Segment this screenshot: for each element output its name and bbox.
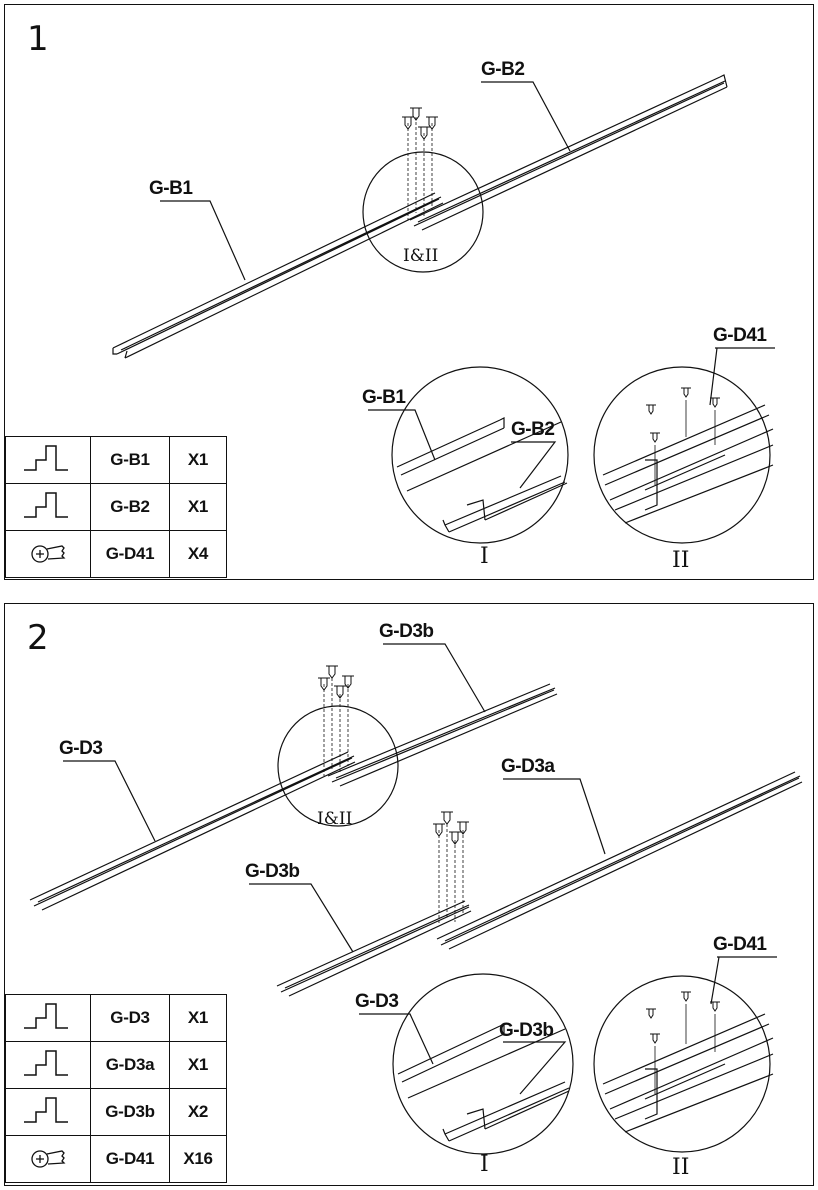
parts-row: G-D3a X1 xyxy=(5,1041,227,1089)
part-name: G-B2 xyxy=(90,483,170,531)
callout-label: G-D3 xyxy=(355,991,398,1012)
part-name: G-B1 xyxy=(90,436,170,484)
parts-row: G-D3b X2 xyxy=(5,1088,227,1136)
part-qty: X2 xyxy=(169,1088,227,1136)
part-qty: X1 xyxy=(169,1041,227,1089)
callout-label: G-D41 xyxy=(713,325,767,346)
step-1-panel: 1 xyxy=(4,4,814,580)
rail-profile-icon xyxy=(5,994,91,1042)
part-name: G-D3 xyxy=(90,994,170,1042)
parts-table: G-B1 X1 G-B2 X1 G-D41 X4 xyxy=(5,436,227,578)
callout-label: G-D3b xyxy=(499,1020,554,1041)
step-number: 1 xyxy=(27,19,49,59)
parts-row: G-D41 X4 xyxy=(5,530,227,578)
part-qty: X1 xyxy=(169,994,227,1042)
part-qty: X1 xyxy=(169,436,227,484)
step-number: 2 xyxy=(27,618,49,658)
callout-label: G-B1 xyxy=(362,387,406,408)
part-name: G-D41 xyxy=(90,530,170,578)
parts-row: G-B2 X1 xyxy=(5,483,227,531)
rail-profile-icon xyxy=(5,436,91,484)
detail-marker: I&II xyxy=(403,246,438,266)
parts-row: G-B1 X1 xyxy=(5,436,227,484)
step-2-illustration: G-D3b G-D3 G-D3a G-D3b I&II G-D3 G-D3b G… xyxy=(29,621,803,1180)
rail-profile-icon xyxy=(5,1041,91,1089)
part-name: G-D41 xyxy=(90,1135,170,1183)
callout-label: G-D3b xyxy=(379,621,434,642)
callout-label: G-B1 xyxy=(149,178,193,199)
parts-row: G-D3 X1 xyxy=(5,994,227,1042)
callout-label: G-B2 xyxy=(481,59,524,80)
step-2-panel: 2 xyxy=(4,603,814,1186)
callout-label: G-B2 xyxy=(511,419,554,440)
part-name: G-D3b xyxy=(90,1088,170,1136)
detail-i-label: I xyxy=(480,1152,489,1177)
part-qty: X16 xyxy=(169,1135,227,1183)
part-qty: X1 xyxy=(169,483,227,531)
parts-row: G-D41 X16 xyxy=(5,1135,227,1183)
detail-i-label: I xyxy=(480,544,489,569)
callout-label: G-D3 xyxy=(59,738,102,759)
detail-ii-label: II xyxy=(672,1155,689,1180)
rail-profile-icon xyxy=(5,483,91,531)
step-1-illustration: G-B2 G-B1 I&II G-B1 G-B2 G-D41 I II xyxy=(112,59,775,573)
part-name: G-D3a xyxy=(90,1041,170,1089)
detail-marker: I&II xyxy=(317,809,352,829)
part-qty: X4 xyxy=(169,530,227,578)
callout-label: G-D41 xyxy=(713,934,767,955)
rail-profile-icon xyxy=(5,1088,91,1136)
parts-table: G-D3 X1 G-D3a X1 G-D3b X2 G-D41 X16 xyxy=(5,994,227,1183)
callout-label: G-D3a xyxy=(501,756,555,777)
screw-icon xyxy=(5,530,91,578)
detail-ii-label: II xyxy=(672,548,689,573)
callout-label: G-D3b xyxy=(245,861,300,882)
screw-icon xyxy=(5,1135,91,1183)
